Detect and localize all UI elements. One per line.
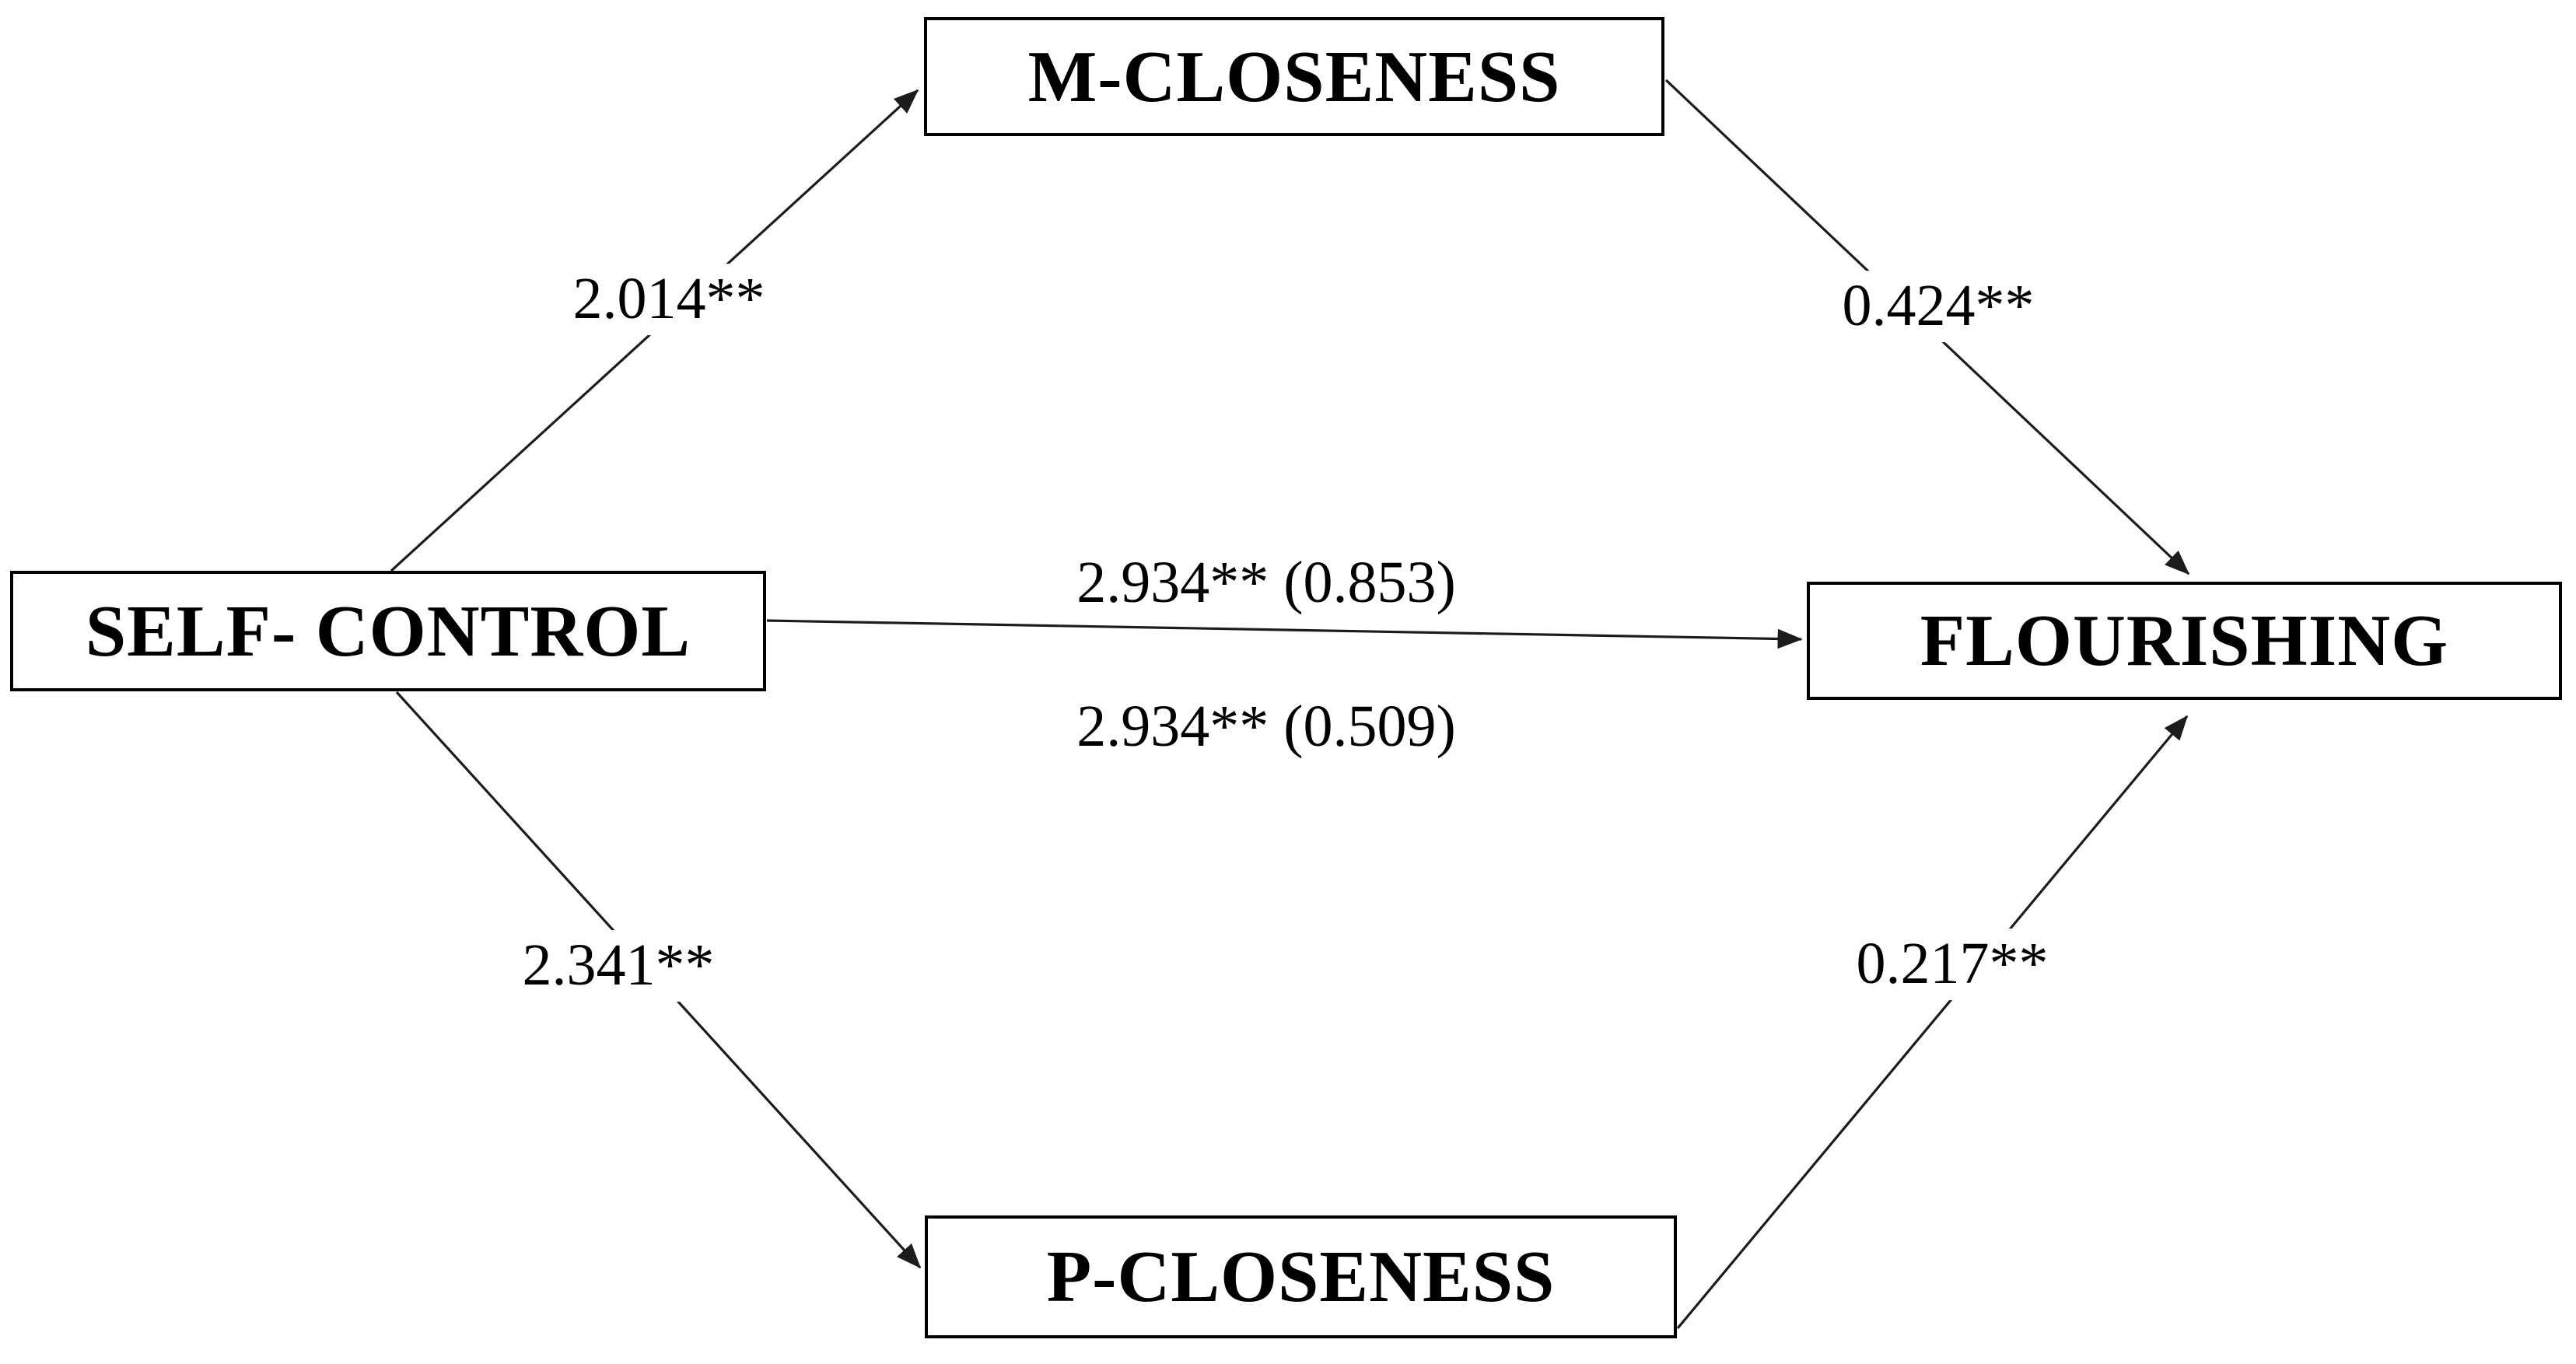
coefficient-pcloseness-flourishing: 0.217**: [1842, 929, 2063, 1000]
coefficient-mcloseness-flourishing: 0.424**: [1828, 271, 2049, 342]
coefficient-direct-effect-lower: 2.934** (0.509): [1076, 694, 1456, 760]
edge-pcloseness-to-flourishing: [1676, 715, 2189, 1330]
coefficient-selfcontrol-pcloseness: 2.341**: [508, 930, 729, 1002]
node-p-closeness: P-CLOSENESS: [925, 1215, 1677, 1338]
node-m-closeness: M-CLOSENESS: [924, 17, 1664, 136]
edge-selfcontrol-to-flourishing: [766, 619, 1803, 649]
node-self-control: SELF- CONTROL: [10, 571, 766, 691]
coefficient-selfcontrol-mcloseness: 2.014**: [558, 264, 779, 335]
node-flourishing: FLOURISHING: [1807, 582, 2562, 700]
coefficient-direct-effect-upper: 2.934** (0.853): [1076, 550, 1456, 616]
